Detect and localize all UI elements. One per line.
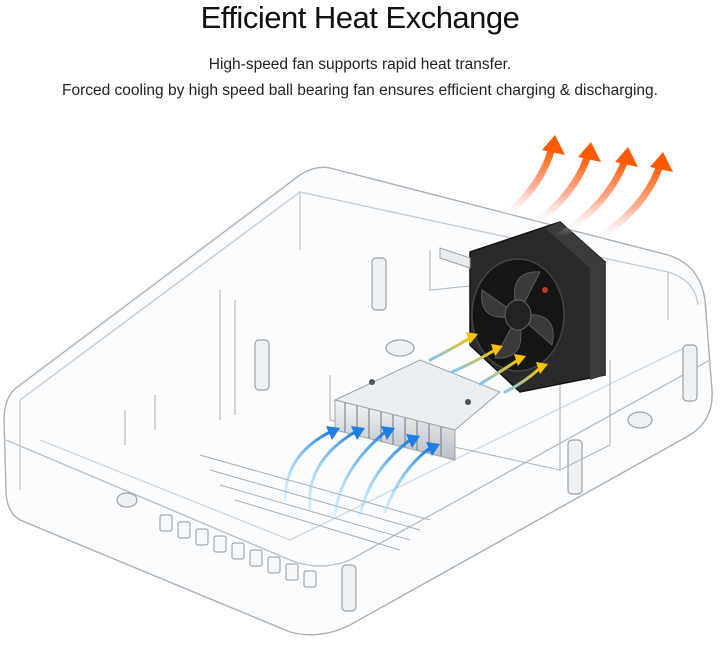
hot-arrow-heads: [542, 135, 673, 172]
cool-arrow-heads: [326, 426, 440, 456]
warm-arrow-heads: [466, 332, 548, 374]
warm-air-arrows: [428, 336, 542, 394]
contact-rails: [199, 454, 431, 551]
inner-walls: [124, 250, 611, 471]
case-posts: [116, 257, 698, 612]
contact-row: [159, 514, 317, 588]
cooling-fan-icon: [439, 221, 606, 393]
page-title: Efficient Heat Exchange: [200, 0, 520, 35]
subtitle-line-1: High-speed fan supports rapid heat trans…: [208, 56, 512, 73]
hot-air-arrows: [496, 144, 664, 248]
subtitle-line-2: Forced cooling by high speed ball bearin…: [62, 82, 658, 99]
product-illustration: [0, 110, 720, 649]
cool-air-arrows: [283, 430, 432, 517]
